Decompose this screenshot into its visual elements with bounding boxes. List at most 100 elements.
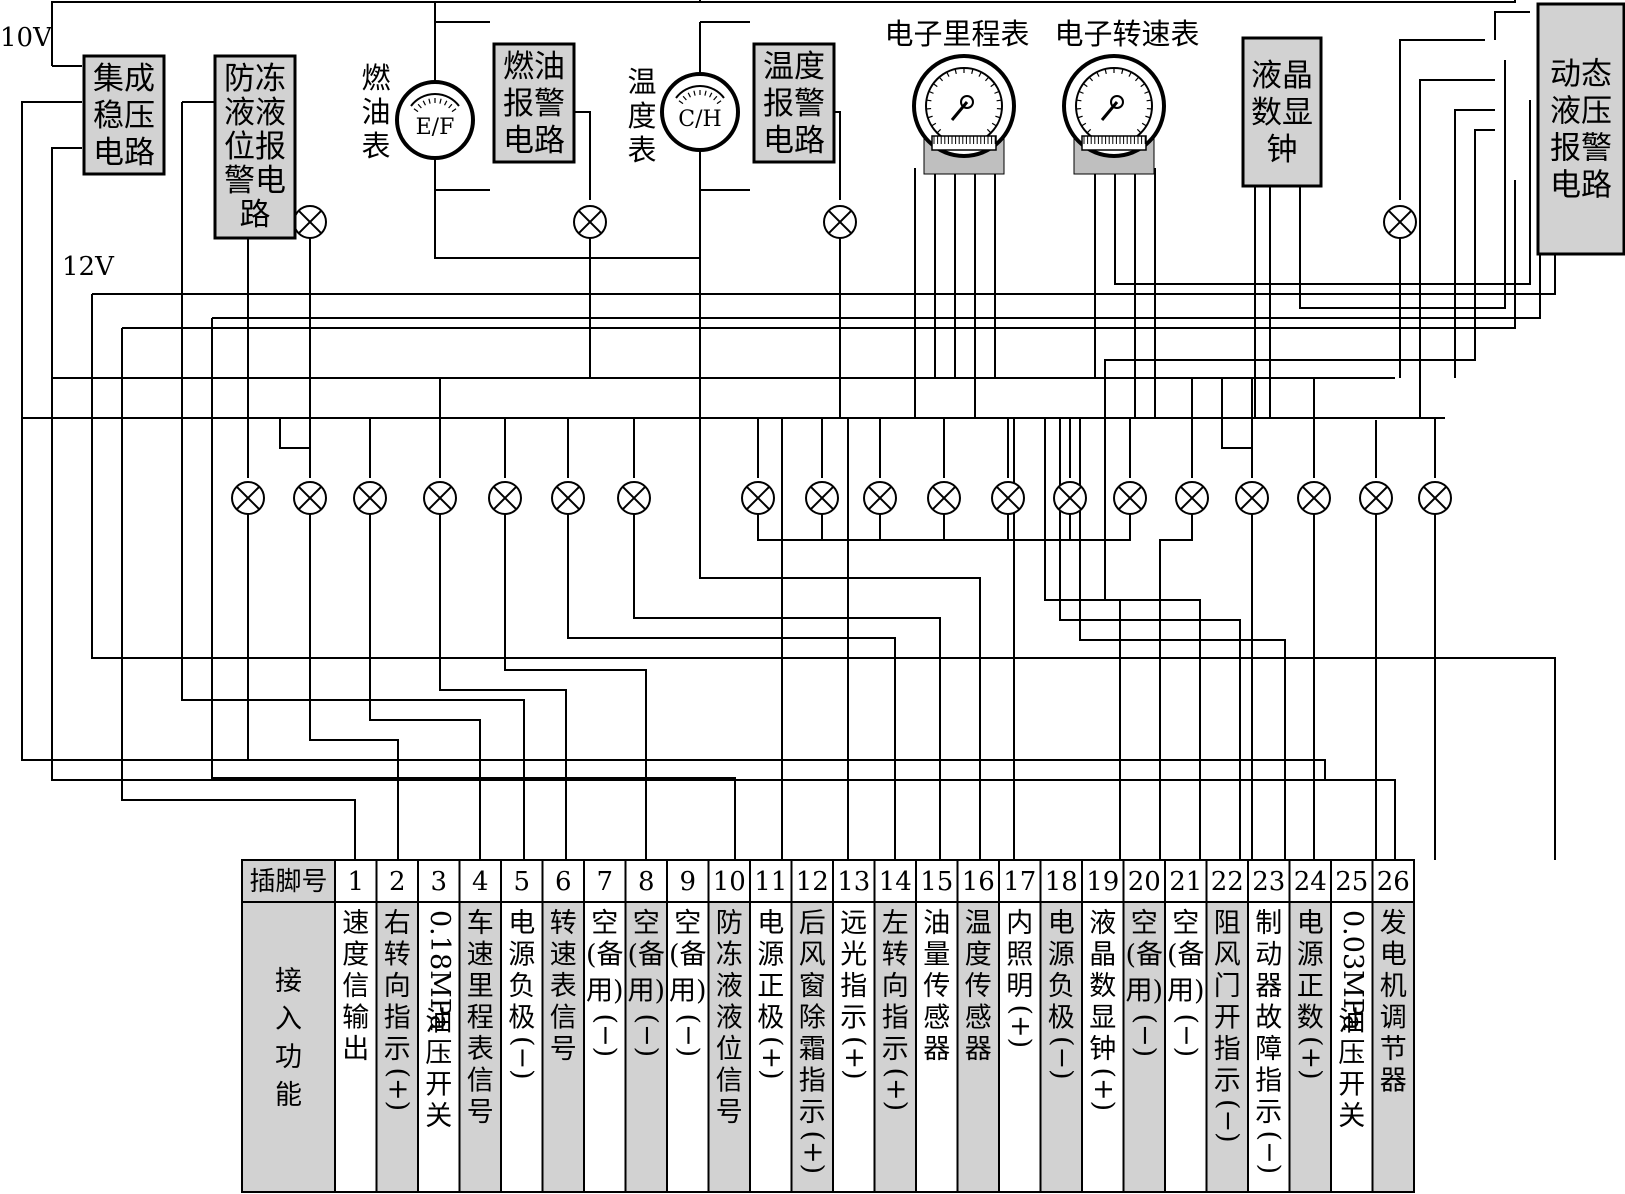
pin-function-text: 数	[1089, 971, 1116, 1002]
module-text: 集成	[93, 61, 155, 97]
pin-function-text: 空	[674, 908, 701, 939]
pin-function-text: 示	[882, 1034, 909, 1065]
pin-function-cell	[334, 901, 378, 1193]
header-label: 插脚号	[249, 867, 327, 897]
pin-function-text: 速	[342, 908, 369, 939]
indicator-lamp-19	[1418, 481, 1452, 515]
pin-function-text: 电	[1380, 940, 1407, 971]
pin-function-text: 节	[1380, 1034, 1407, 1065]
fuel-gauge-label: 油	[361, 95, 390, 129]
pin-function-text: 用)	[586, 976, 624, 1007]
pin-number: 9	[679, 867, 696, 897]
tachometer-label: 电子转速表	[1054, 17, 1199, 51]
pin-function-text: 里	[467, 971, 494, 1002]
pin-function-text: 0.18MPa	[424, 910, 455, 1031]
pin-function-text: (备	[1125, 940, 1163, 971]
pin-function-cell	[1330, 901, 1374, 1193]
pin-function-cell	[1205, 901, 1249, 1193]
pin-function-text: 用)	[627, 976, 665, 1007]
pin-function-text: 负	[508, 971, 535, 1002]
pin-function-text: 0.03MPa	[1337, 910, 1368, 1031]
indicator-lamp-13	[1053, 481, 1087, 515]
pin-function-text: (−)	[1254, 1131, 1285, 1175]
wire-lamp4-pin	[439, 498, 567, 860]
pin-function-text: 霜	[799, 1034, 826, 1065]
indicator-lamp-8	[741, 481, 775, 515]
wire-pin21	[1044, 418, 1201, 860]
pin-number-cell	[790, 859, 834, 903]
pin-function-text: 动	[1255, 940, 1282, 971]
pin-function-text: 压	[1338, 1038, 1365, 1069]
pin-number: 7	[596, 867, 613, 897]
temp-gauge-label: 表	[627, 133, 656, 167]
pin-function-text: 示	[840, 1003, 867, 1034]
temp-alarm-lamp	[823, 205, 857, 239]
supply-12v-label: 12V	[62, 252, 115, 282]
indicator-lamp-17	[1297, 481, 1331, 515]
pin-number: 21	[1169, 867, 1202, 897]
pin-function-text: 传	[965, 971, 992, 1002]
module-text: 液晶	[1251, 58, 1313, 94]
function-label-char: 功	[275, 1042, 302, 1073]
clock-lead-2	[1299, 60, 1506, 309]
indicator-lamp-2	[293, 481, 327, 515]
pin-function-text: 器	[1380, 1066, 1407, 1097]
pin-function-cell	[1247, 901, 1291, 1193]
wire-reg-a	[21, 101, 1326, 780]
pin-function-text: 示	[799, 1097, 826, 1128]
pin-function-text: 阻	[1214, 908, 1241, 939]
pin-function-text: 示	[384, 1034, 411, 1065]
pin-function-text: 电	[1297, 908, 1324, 939]
supply-10v-label: 10V	[0, 23, 53, 53]
wire-lamp2-pin	[309, 498, 399, 860]
pin-function-text: 风	[799, 940, 826, 971]
pin-function-cell	[417, 901, 461, 1193]
pin-function-cell	[1288, 901, 1332, 1193]
pin-function-text: 速	[467, 940, 494, 971]
module-text: 报警	[1550, 131, 1612, 167]
pin-function-text: (−)	[1171, 1014, 1202, 1058]
pin-function-text: 器	[1255, 971, 1282, 1002]
module-text: 稳压	[93, 98, 155, 134]
pin-number: 3	[430, 867, 447, 897]
pin-function-text: 光	[840, 940, 867, 971]
module-text: 钟	[1267, 132, 1298, 168]
pin-function-text: 除	[799, 1003, 826, 1034]
wire-anti-lamp2	[279, 230, 311, 449]
oil-alarm-top	[1494, 11, 1530, 40]
pin-number-cell	[749, 859, 793, 903]
wire-anti-out	[181, 102, 525, 860]
pin-number: 10	[713, 867, 746, 897]
pin-function-text: 油	[1338, 1007, 1365, 1038]
pin-function-text: 转	[384, 940, 411, 971]
pin-function-text: 右	[384, 908, 411, 939]
pin-function-text: 空	[633, 908, 660, 939]
pin-number: 13	[837, 867, 870, 897]
pin-function-text: 制	[1255, 908, 1282, 939]
pin-function-text: 极	[508, 1003, 535, 1034]
pin-function-text: 输	[342, 1003, 369, 1034]
pin-function-text: (备	[586, 940, 624, 971]
pin-function-cell	[790, 901, 834, 1193]
indicator-lamp-15	[1175, 481, 1209, 515]
pin-function-cell	[832, 901, 876, 1193]
pin-function-text: (−)	[1212, 1099, 1243, 1143]
indicator-lamp-11	[927, 481, 961, 515]
pin-number-cell	[998, 859, 1042, 903]
wire-temp-sensor	[699, 190, 981, 860]
wire-lamp5-pin	[504, 498, 647, 860]
pin-function-cell	[1039, 901, 1083, 1193]
pin-function-text: 极	[757, 1003, 784, 1034]
pin-function-text: 用)	[669, 976, 707, 1007]
indicator-lamp-6	[551, 481, 585, 515]
wire-left-3	[122, 180, 1516, 329]
pin-function-cell	[375, 901, 419, 1193]
oil-lead-1	[1419, 79, 1495, 418]
pin-function-text: 号	[467, 1097, 494, 1128]
function-label-char: 接	[275, 966, 302, 997]
pin-function-text: 压	[425, 1038, 452, 1069]
pin-function-text: (−)	[590, 1014, 621, 1058]
